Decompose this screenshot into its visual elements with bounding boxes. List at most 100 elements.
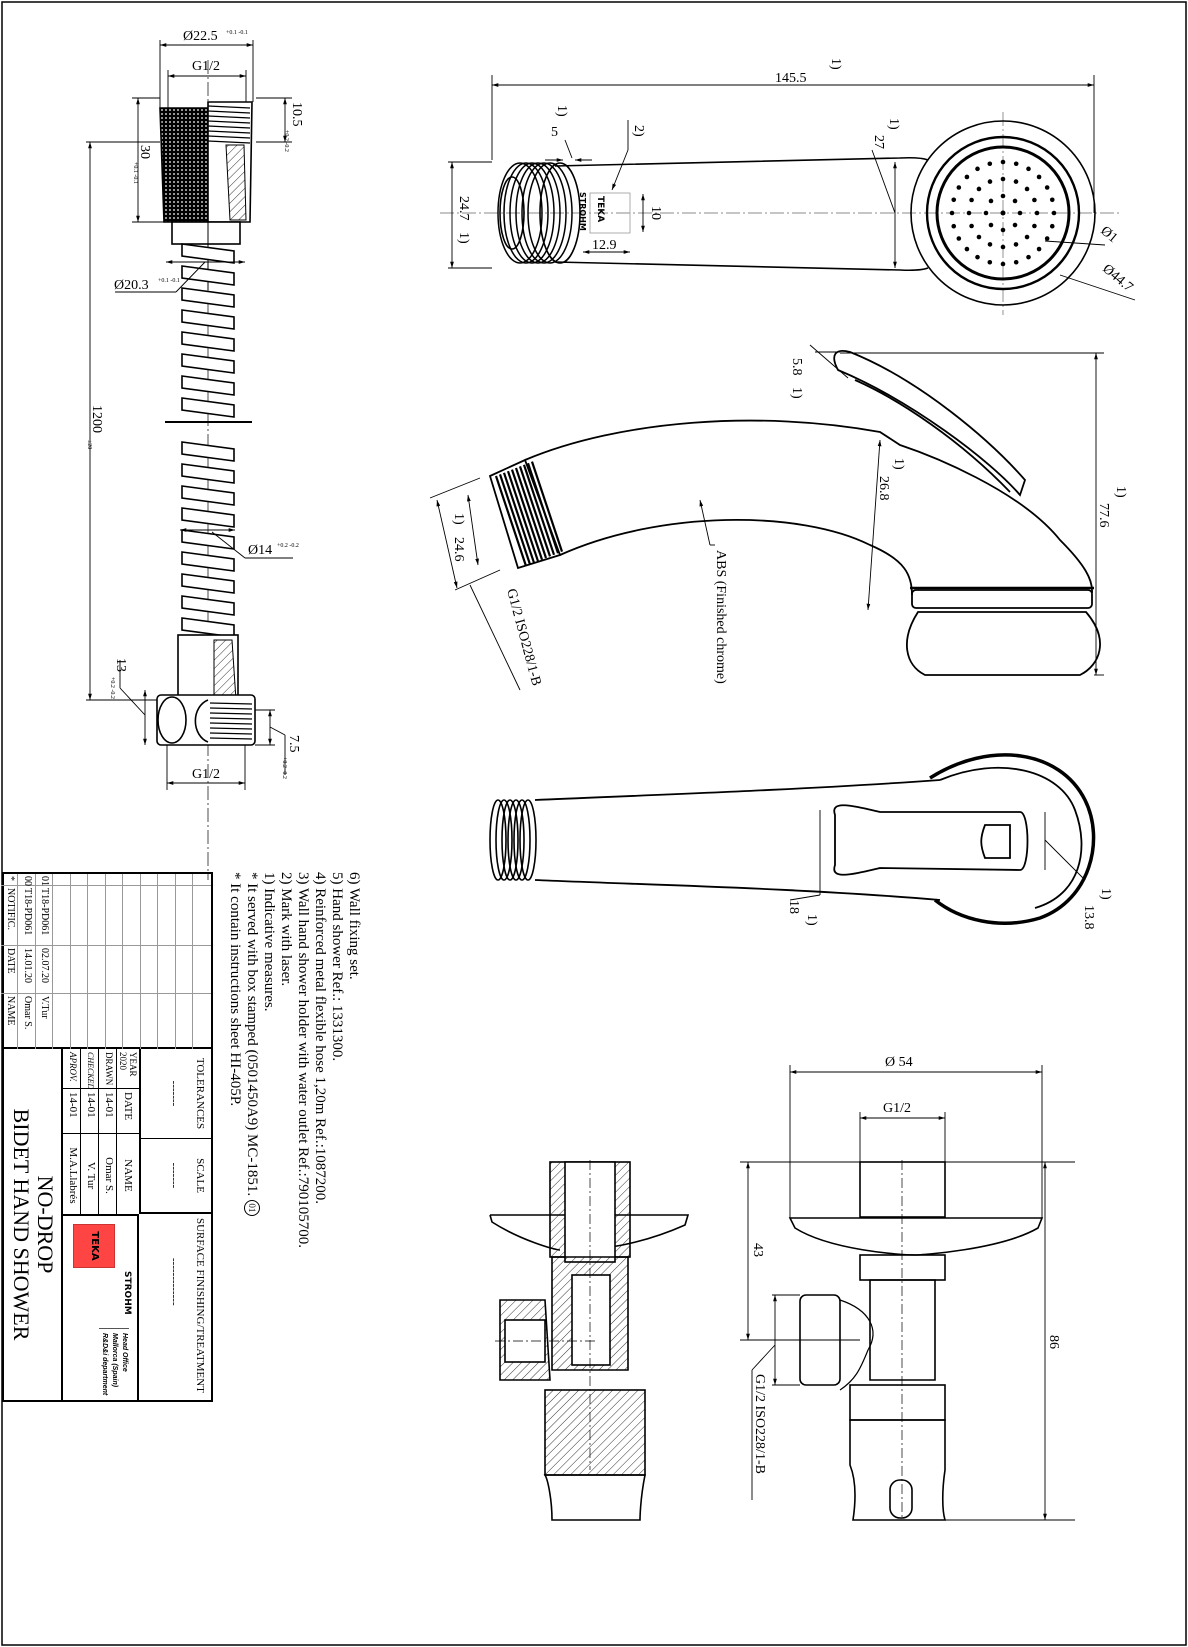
dim-body-diameter: 24.7 <box>456 196 471 221</box>
elbow-thread-line <box>209 702 253 705</box>
spray-hole <box>1000 227 1006 233</box>
spray-hole <box>1034 210 1040 216</box>
lever <box>833 350 1027 497</box>
laser-mark-teka: TEKA <box>595 196 605 222</box>
svg-text:1): 1) <box>891 458 906 470</box>
dim-axis-height: 43 <box>750 1243 765 1257</box>
spray-hole <box>1013 161 1019 167</box>
dim-body-width: 26.8 <box>876 476 891 501</box>
thread-ring <box>515 162 561 264</box>
dim-total-height: 86 <box>1046 1335 1061 1349</box>
nut-thread-line <box>207 140 251 144</box>
spray-hole <box>951 223 957 229</box>
nut-thread-line <box>207 105 251 109</box>
dim-nut-diameter: Ø22.5 <box>183 29 218 44</box>
spray-hole <box>987 242 993 247</box>
thread-ring <box>489 799 507 881</box>
hose-segment <box>181 287 235 308</box>
svg-text:1): 1) <box>1113 486 1128 498</box>
svg-text:1): 1) <box>828 58 843 70</box>
flange <box>788 1217 1044 1256</box>
dim-valve-thread-top: G1/2 <box>883 1101 911 1116</box>
spray-hole <box>1044 236 1050 241</box>
thread-ring <box>495 799 513 881</box>
thread-line <box>510 469 544 560</box>
thread-line <box>526 462 560 554</box>
spray-hole <box>969 223 974 229</box>
note: 4) Reinforced metal flexible hose 1,20m … <box>312 872 328 1204</box>
thread-ring <box>501 799 519 881</box>
material-label: ABS (Finished chrome) <box>713 550 728 684</box>
revision-badge: 01 <box>244 1199 260 1216</box>
spray-hole <box>1026 166 1031 172</box>
spray-hole <box>1000 193 1006 199</box>
nut-thread-line <box>207 135 251 139</box>
laser-mark-strohm: STROHM <box>578 192 587 231</box>
nut-thread-line <box>207 110 251 114</box>
dim-lever-gap: 5.8 <box>789 358 804 376</box>
elbow-thread-line <box>209 732 253 735</box>
note: 1) Indicative measures. <box>261 872 277 1012</box>
svg-text:1): 1) <box>886 118 901 130</box>
spray-hole <box>983 210 989 216</box>
dim-hose-diameter: Ø14 <box>248 543 272 558</box>
svg-text:+0.1 -0.1: +0.1 -0.1 <box>226 30 248 36</box>
svg-text:+0.2 -0.2: +0.2 -0.2 <box>283 130 289 152</box>
hose-segment <box>181 353 235 374</box>
note: 6) Wall fixing set. <box>346 872 362 980</box>
note: 3) Wall hand shower holder with water ou… <box>295 872 311 1248</box>
body-outline <box>524 419 1093 596</box>
hose-segment <box>181 331 235 352</box>
nut-thread-line <box>207 115 251 119</box>
shower-front-view <box>440 75 1136 315</box>
dim-thread-height: 10.5 <box>289 102 304 127</box>
spray-hole <box>975 166 980 172</box>
nut-thread-line <box>207 125 251 129</box>
note: * It contain instructions sheet HI-405P. <box>227 872 243 1107</box>
spray-hole <box>987 179 993 184</box>
note: * It served with box stamped (0501450A9)… <box>243 872 260 1248</box>
dim-hose-length: 1200 <box>89 405 104 433</box>
svg-text:+0.2 -0.2: +0.2 -0.2 <box>281 757 287 779</box>
elbow-thread-line <box>209 717 253 720</box>
dim-total-length: 145.5 <box>775 71 807 86</box>
strohm-logo: STROHM <box>122 1271 132 1315</box>
spray-hole <box>949 210 955 216</box>
hose-segment <box>181 441 235 462</box>
drawing-title: NO-DROP BIDET HAND SHOWER <box>9 1108 58 1341</box>
logo-area: TEKA STROHM Head Office Mallorca (Spain)… <box>61 1214 139 1400</box>
elbow-thread-line <box>209 712 253 715</box>
svg-text:1): 1) <box>451 513 466 525</box>
spray-hole <box>976 186 982 192</box>
hose-segment <box>181 507 235 528</box>
hose-view <box>86 40 293 880</box>
svg-text:1): 1) <box>554 105 569 117</box>
dim-lever-height: 13.8 <box>1081 905 1096 930</box>
tolerances-cell: TOLERANCES ------- <box>139 1049 211 1139</box>
spray-hole <box>1026 254 1031 260</box>
spray-hole <box>1017 210 1023 216</box>
spray-hole <box>1013 242 1019 247</box>
hose-segment <box>181 309 235 330</box>
note: 5) Hand shower Ref.: 1331300. <box>329 872 345 1062</box>
spray-hole <box>988 222 994 228</box>
spray-hole <box>988 198 994 204</box>
svg-text:+0.2 -0.2: +0.2 -0.2 <box>277 543 299 549</box>
dim-hole-diameter: Ø1 <box>1097 224 1120 246</box>
spray-hole <box>1012 198 1018 204</box>
dim-thread-bottom-height: 7.5 <box>286 735 301 753</box>
dim-thread-diameter: 24.6 <box>451 537 466 562</box>
hose-segment <box>181 551 235 572</box>
spray-hole <box>975 254 980 260</box>
spray-hole <box>1036 174 1042 180</box>
thread-line <box>518 466 552 557</box>
thread-ring <box>521 162 567 264</box>
spray-hole <box>1000 210 1006 216</box>
svg-text:+0.1 -0.1: +0.1 -0.1 <box>132 162 138 184</box>
thread-ring <box>507 799 525 881</box>
dim-thread-top: G1/2 <box>192 59 220 74</box>
